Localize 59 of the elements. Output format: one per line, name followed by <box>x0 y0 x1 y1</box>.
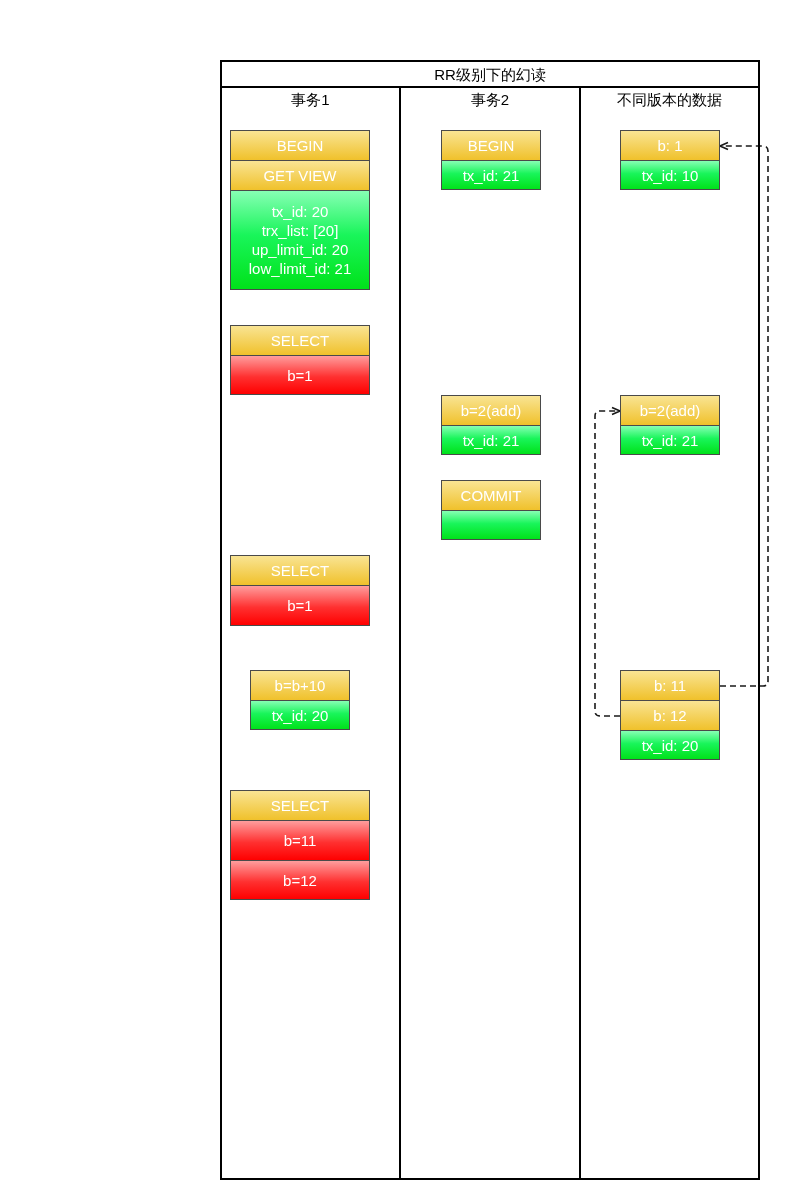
operation-label: b=2(add) <box>460 401 522 420</box>
operation-box <box>620 395 720 426</box>
operation-label: SELECT <box>270 796 330 815</box>
operation-label: SELECT <box>270 561 330 580</box>
value-label: tx_id: 10 <box>641 165 699 185</box>
value-label: tx_id: 20 <box>641 735 699 755</box>
result-label: b=11 <box>283 831 317 850</box>
value-label: trx_list: [20] <box>261 221 339 240</box>
value-label: tx_id: 20 <box>271 202 329 221</box>
value-label: tx_id: 21 <box>462 165 520 185</box>
operation-box <box>441 395 541 426</box>
value-label: low_limit_id: 21 <box>248 259 352 278</box>
operation-box <box>620 130 720 161</box>
arrow <box>719 141 769 687</box>
operation-label: BEGIN <box>467 136 515 155</box>
value-box <box>250 700 350 730</box>
value-box <box>441 510 541 540</box>
operation-box <box>230 325 370 356</box>
operation-label: b=2(add) <box>639 401 701 420</box>
operation-label: b=b+10 <box>274 676 326 695</box>
result-label: b=1 <box>287 365 313 385</box>
operation-box <box>620 700 720 731</box>
operation-label: BEGIN <box>276 136 324 155</box>
result-box <box>230 355 370 395</box>
operation-box <box>230 555 370 586</box>
operation-label: b: 12 <box>653 706 687 725</box>
operation-label: SELECT <box>270 331 330 350</box>
value-box <box>230 190 370 290</box>
operation-box <box>441 480 541 511</box>
operation-box <box>250 670 350 701</box>
operation-box <box>441 130 541 161</box>
result-box <box>230 860 370 900</box>
operation-label: b: 11 <box>653 676 687 695</box>
lane-title: 不同版本的数据 <box>617 90 722 109</box>
pool-title: RR级别下的幻读 <box>434 65 546 84</box>
operation-box <box>230 130 370 161</box>
operation-box <box>620 670 720 701</box>
value-box <box>441 160 541 190</box>
lane-title: 事务2 <box>470 90 510 109</box>
arrow <box>594 406 621 717</box>
value-label: up_limit_id: 20 <box>251 240 349 259</box>
value-box <box>620 160 720 190</box>
value-label: tx_id: 20 <box>271 705 329 725</box>
operation-box <box>230 790 370 821</box>
result-label: b=12 <box>283 870 317 890</box>
operation-label: GET VIEW <box>263 166 337 185</box>
swimlane-pool <box>220 60 760 1180</box>
operation-label: b: 1 <box>657 136 683 155</box>
value-label: tx_id: 21 <box>462 430 520 450</box>
operation-box <box>230 160 370 191</box>
lane-title: 事务1 <box>291 90 330 109</box>
result-box <box>230 820 370 861</box>
result-box <box>230 585 370 626</box>
operation-label: COMMIT <box>460 486 522 505</box>
result-label: b=1 <box>287 596 313 615</box>
value-box <box>620 425 720 455</box>
value-box <box>441 425 541 455</box>
value-label: tx_id: 21 <box>641 430 699 450</box>
value-box <box>620 730 720 760</box>
